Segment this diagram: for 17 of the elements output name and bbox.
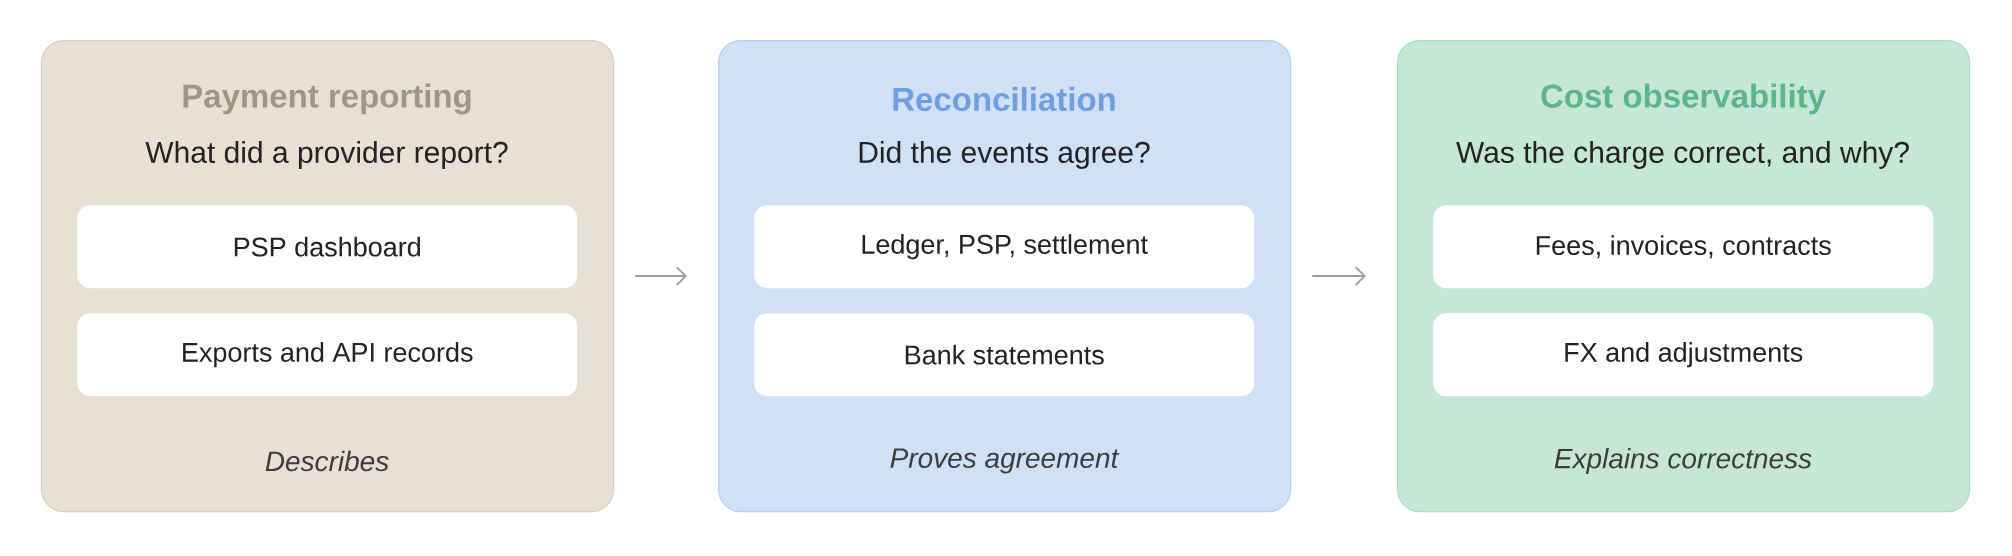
- panel-title: Cost observability: [1541, 83, 1826, 115]
- arrow: [1311, 266, 1366, 287]
- panel-question: Was the charge correct, and why?: [1456, 141, 1909, 169]
- panel-title: Reconciliation: [893, 86, 1115, 112]
- panel-caption: Explains correctness: [1554, 447, 1812, 475]
- panel-question: What did a provider report?: [145, 141, 508, 169]
- panel-question: Did the events agree?: [859, 141, 1150, 169]
- item-box: PSP dashboard: [77, 205, 578, 289]
- panel-caption: Describes: [265, 450, 389, 472]
- panel-caption: Proves agreement: [890, 448, 1120, 474]
- item-box: Bank statements: [754, 313, 1255, 397]
- item-box: Exports and API records: [77, 313, 578, 397]
- panel-title: Payment reporting: [183, 83, 471, 115]
- item-box: Fees, invoices, contracts: [1433, 205, 1934, 289]
- item-box: FX and adjustments: [1433, 313, 1934, 397]
- item-box: Ledger, PSP, settlement: [754, 205, 1255, 289]
- arrow: [634, 266, 688, 287]
